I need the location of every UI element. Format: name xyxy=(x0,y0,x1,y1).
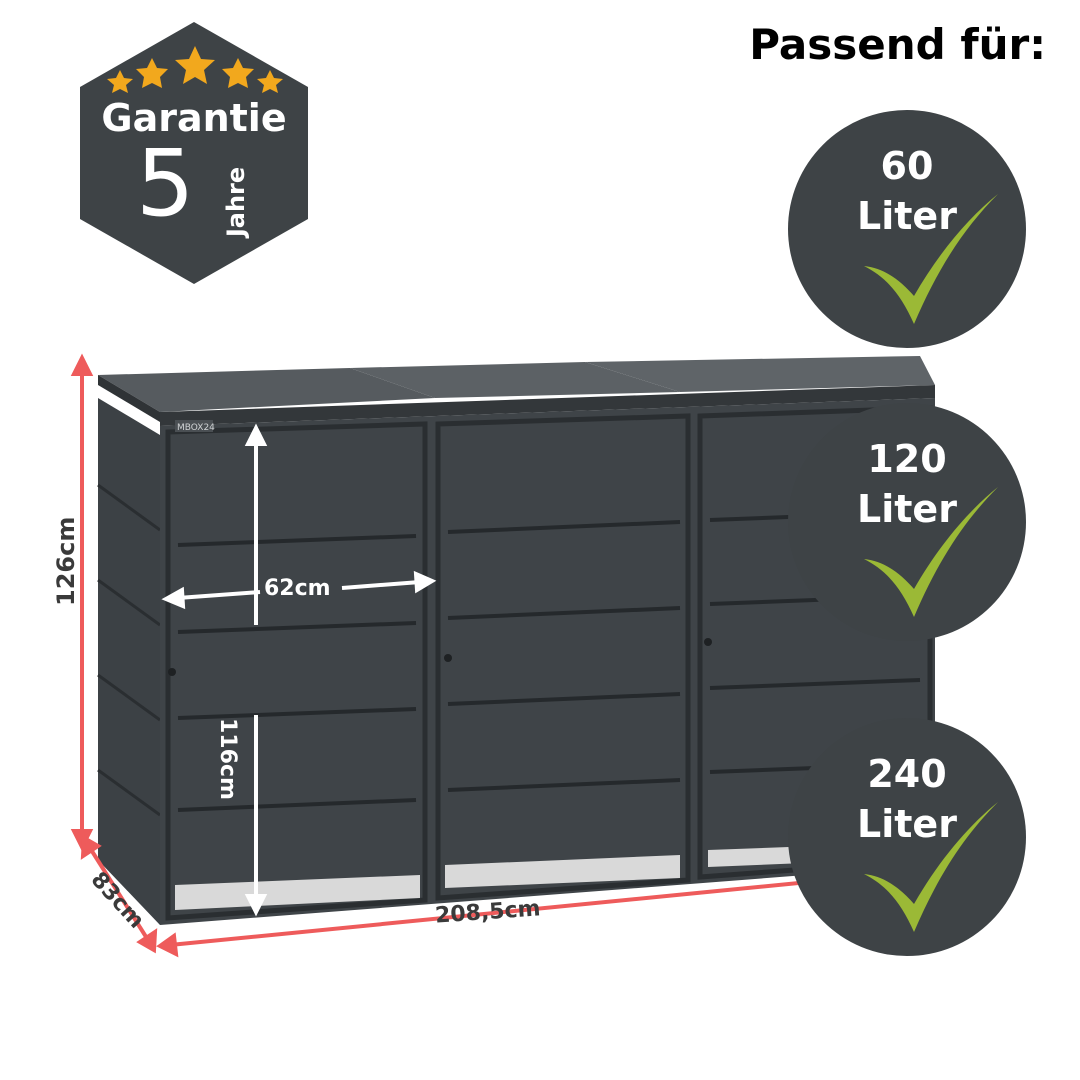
capacity-unit: Liter xyxy=(857,487,957,531)
capacity-value: 60 xyxy=(880,144,934,188)
height-label: 126cm xyxy=(52,516,80,606)
inner-height-label: 116cm xyxy=(215,718,240,800)
front-body xyxy=(160,398,935,925)
lock-icon xyxy=(444,654,452,662)
inner-width-label: 62cm xyxy=(264,576,331,601)
five-stars-icon xyxy=(107,46,283,93)
capacity-value: 120 xyxy=(867,437,947,481)
checkmark-icon xyxy=(864,194,998,324)
door-left xyxy=(165,421,428,921)
capacity-unit: Liter xyxy=(857,802,957,846)
inner-width-arrow xyxy=(177,590,261,600)
capacity-badge-60: 60 Liter xyxy=(788,110,1026,348)
lock-icon xyxy=(704,638,712,646)
depth-arrow xyxy=(88,846,150,942)
capacity-badge-120: 120 Liter xyxy=(788,403,1026,641)
lid-left xyxy=(98,368,435,412)
guarantee-years-unit: Jahre xyxy=(222,166,250,238)
lid-middle xyxy=(350,362,680,398)
guarantee-years-number: 5 xyxy=(136,130,195,237)
bin-enclosure-illustration: MBOX24 xyxy=(70,353,935,958)
hexagon-badge-shape xyxy=(80,22,308,284)
brand-label: MBOX24 xyxy=(177,423,215,433)
header-title: Passend für: xyxy=(749,20,1046,69)
capacity-unit: Liter xyxy=(857,194,957,238)
guarantee-label: Garantie xyxy=(101,96,287,140)
lock-icon xyxy=(168,668,176,676)
checkmark-icon xyxy=(864,487,998,617)
checkmark-icon xyxy=(864,802,998,932)
side-panel xyxy=(98,398,160,925)
lid-right xyxy=(585,356,935,392)
capacity-value: 240 xyxy=(867,752,947,796)
door-middle xyxy=(435,413,691,901)
capacity-badge-240: 240 Liter xyxy=(788,718,1026,956)
